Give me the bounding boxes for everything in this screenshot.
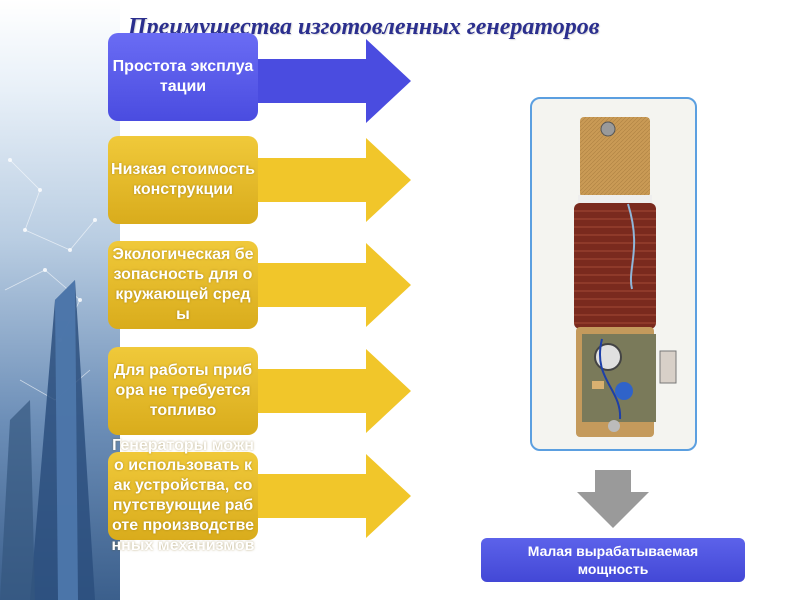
decorative-background xyxy=(0,0,120,600)
advantage-box: Для работы прибора не требуется топливо xyxy=(108,347,258,435)
advantage-row-3: Экологическая безопасность для окружающе… xyxy=(108,241,413,336)
advantage-row-4: Для работы прибора не требуется топливо xyxy=(108,347,413,442)
arrow-right-icon xyxy=(248,39,411,123)
advantage-row-2: Низкая стоимость конструкции xyxy=(108,136,413,231)
advantage-row-5: Генераторы можно использовать как устрой… xyxy=(108,437,413,554)
result-box: Малая вырабатываемая мощность xyxy=(481,538,745,582)
arrow-right-icon xyxy=(248,138,411,222)
arrow-down-icon xyxy=(577,470,649,528)
generator-photo xyxy=(530,97,697,451)
arrow-right-icon xyxy=(248,243,411,327)
arrow-right-icon xyxy=(248,349,411,433)
arrow-right-icon xyxy=(248,454,411,538)
advantage-row-1: Простота эксплуатации xyxy=(108,33,413,128)
advantage-box: Экологическая безопасность для окружающе… xyxy=(108,241,258,329)
generator-device-icon xyxy=(574,117,677,437)
advantage-box: Простота эксплуатации xyxy=(108,33,258,121)
advantage-box: Низкая стоимость конструкции xyxy=(108,136,258,224)
advantage-box: Генераторы можно использовать как устрой… xyxy=(108,437,258,554)
constellation-decoration xyxy=(0,158,97,600)
